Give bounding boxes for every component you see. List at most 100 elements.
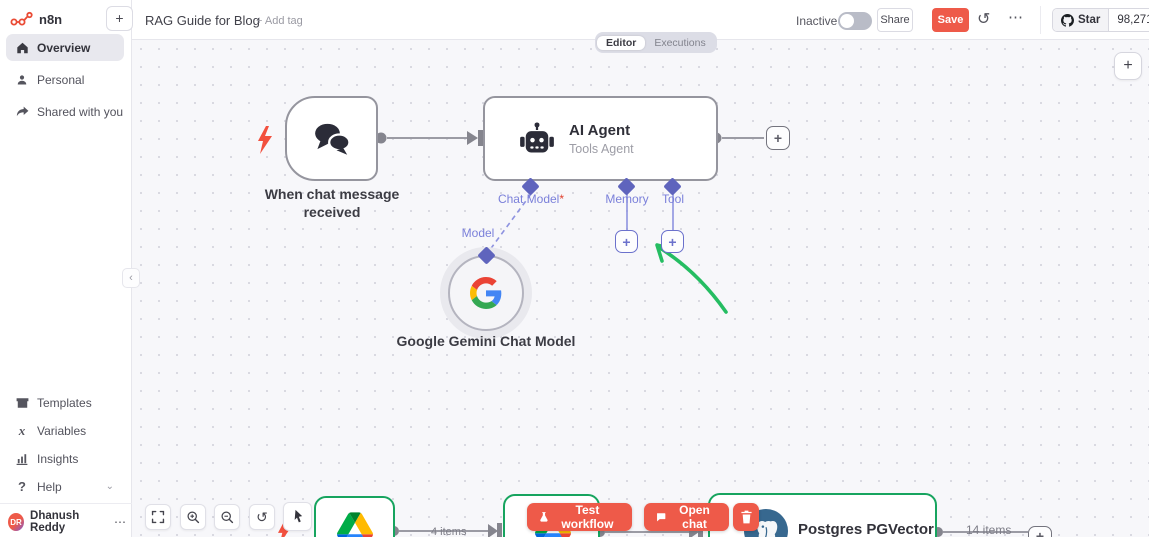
avatar: DR [8,513,25,531]
open-chat-button[interactable]: Open chat [644,503,729,531]
node-when-chat-message-received[interactable] [285,96,378,181]
add-tag-button[interactable]: + Add tag [256,15,303,27]
star-label: Star [1078,14,1101,26]
active-toggle[interactable] [838,12,872,30]
add-node-button[interactable]: + [1114,52,1142,80]
postgres-node-title: Postgres PGVector [798,521,934,537]
pointer-icon [294,509,302,523]
tab-editor[interactable]: Editor [597,35,646,50]
sidebar-item-label: Insights [37,451,79,466]
collapse-icon: ‹ [129,272,133,284]
zoom-in-button[interactable] [180,504,206,530]
sidebar-item-variables[interactable]: x Variables [6,417,124,444]
open-chat-label: Open chat [679,503,710,531]
n8n-logo-icon [10,11,33,26]
share-button[interactable]: Share [877,8,913,32]
undo-icon: ↺ [256,508,268,525]
more-options-icon[interactable]: ⋯ [1008,9,1024,26]
chevron-down-icon: ⌄ [105,481,114,492]
trash-icon [740,510,752,524]
help-icon: ? [18,479,26,494]
test-workflow-button[interactable]: Test workflow [527,503,632,531]
sidebar-item-help[interactable]: ? Help ⌄ [6,473,124,500]
flask-icon [540,512,548,522]
port-label-text: Chat Model [497,192,560,206]
sidebar-item-label: Personal [37,72,85,87]
plus-icon: + [1035,528,1045,537]
add-node-after-agent-button[interactable]: + [766,126,790,150]
robot-icon [520,121,554,152]
sidebar: n8n + Overview Personal Shared with you … [0,0,133,537]
node-ai-agent[interactable]: AI Agent Tools Agent [483,96,718,181]
sidebar-collapse-button[interactable]: ‹ [122,268,140,288]
sidebar-item-personal[interactable]: Personal [6,66,124,93]
tidy-up-button[interactable] [283,502,312,531]
sidebar-item-label: Variables [37,423,87,438]
n8n-logo[interactable]: n8n + [10,6,133,32]
workflow-status-label: Inactive [796,14,838,28]
trigger-node-label: When chat message received [264,186,400,220]
add-tool-button[interactable]: + [661,230,684,253]
insights-icon [15,453,29,465]
plus-icon: + [622,233,631,250]
reset-zoom-button[interactable]: ↺ [249,504,275,530]
sidebar-item-label: Help [37,479,62,494]
new-workflow-button[interactable]: + [106,6,133,31]
agent-node-title: AI Agent [569,121,631,139]
variable-icon: x [18,422,26,438]
chat-icon [657,513,666,522]
n8n-logo-text: n8n [39,11,63,27]
node-google-drive-trigger[interactable] [314,496,395,537]
plus-icon: + [1123,57,1133,74]
plus-icon: + [115,10,124,26]
sidebar-item-templates[interactable]: Templates [6,389,124,416]
connection-items-count: 4 items [431,526,467,537]
history-icon[interactable]: ↺ [977,11,991,28]
delete-node-button[interactable] [733,503,759,531]
sidebar-item-insights[interactable]: Insights [6,445,124,472]
sidebar-item-label: Templates [37,395,92,410]
tool-port-label: Tool [661,192,684,206]
plus-icon: + [773,130,783,146]
zoom-in-icon [187,511,200,524]
zoom-out-icon [221,511,234,524]
github-star-widget[interactable]: Star 98,271 [1052,8,1149,32]
zoom-out-button[interactable] [214,504,240,530]
home-icon [15,42,29,54]
sidebar-divider [0,503,132,504]
tab-executions[interactable]: Executions [654,36,706,49]
toggle-knob [840,14,854,28]
sidebar-item-overview[interactable]: Overview [6,34,124,61]
user-name: Dhanush Reddy [30,510,80,534]
chat-bubbles-icon [314,123,351,155]
user-menu[interactable]: DR Dhanush Reddy ⋯ [8,509,126,535]
sidebar-item-label: Shared with you [37,104,124,119]
memory-port-label: Memory [605,192,649,206]
add-node-button-partial[interactable]: + [1028,526,1052,537]
connection-items-count: 14 items [966,523,1012,537]
sidebar-item-label: Overview [37,40,91,55]
agent-node-subtitle: Tools Agent [569,141,634,156]
header-divider [1040,6,1041,34]
github-star-button[interactable]: Star [1053,9,1110,31]
gemini-node-label: Google Gemini Chat Model [396,333,576,349]
person-icon [15,74,29,86]
package-icon [15,397,29,409]
save-button[interactable]: Save [932,8,969,32]
editor-executions-tabs: Editor Executions [595,32,717,53]
chat-model-port-label: Chat Model* [486,192,576,206]
github-icon [1061,13,1074,27]
zoom-to-fit-button[interactable] [145,504,171,530]
add-memory-button[interactable]: + [615,230,638,253]
test-workflow-label: Test workflow [561,503,614,531]
fit-view-icon [151,510,165,524]
required-asterisk: * [559,192,565,206]
user-options-icon[interactable]: ⋯ [114,515,126,529]
sidebar-item-shared-with-you[interactable]: Shared with you [6,98,124,125]
node-google-gemini-chat-model[interactable] [448,255,524,331]
plus-icon: + [668,233,677,250]
workflow-title[interactable]: RAG Guide for Blog [145,13,260,28]
share-icon [15,106,29,118]
trigger-bolt-icon [258,126,272,154]
